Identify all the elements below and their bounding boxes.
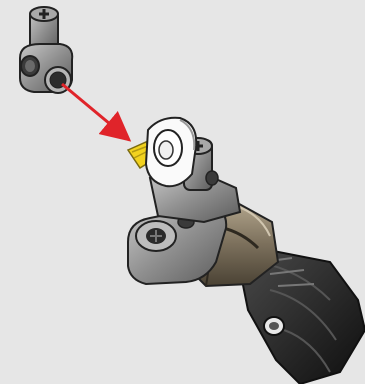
instruction-illustration [0,0,365,384]
assembly-diagram [0,0,365,384]
